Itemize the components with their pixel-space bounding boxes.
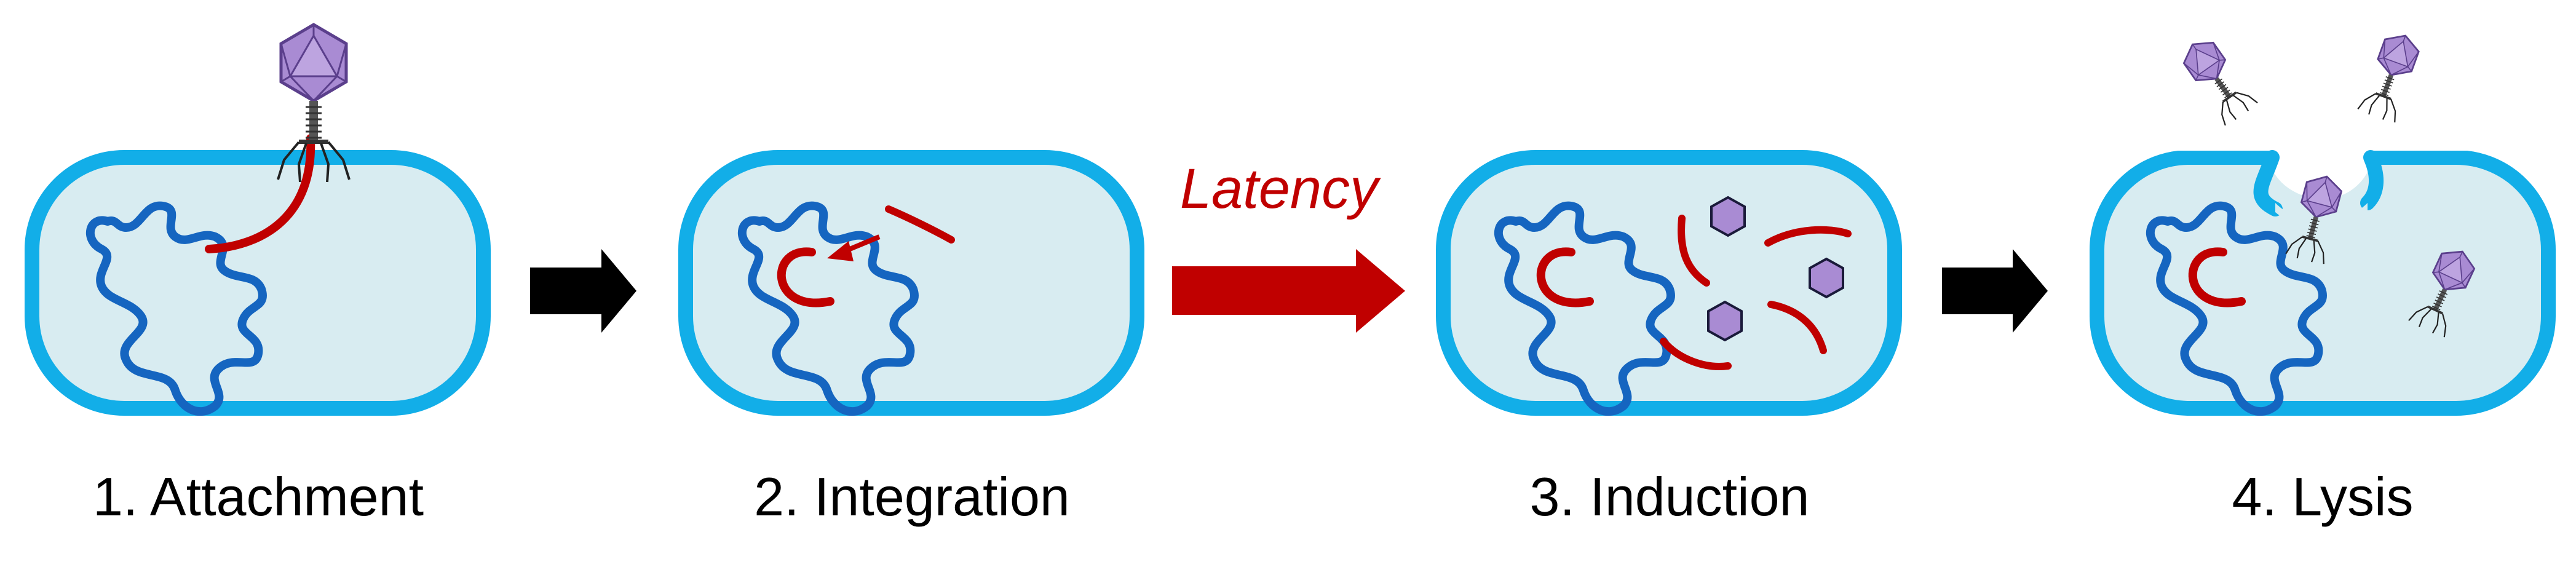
cell-rupture	[2272, 141, 2371, 199]
integrated-phage-dna	[2188, 247, 2246, 307]
stage-integration	[678, 150, 1144, 411]
bacteriophage-icon	[2356, 28, 2425, 125]
stage-lysis	[2090, 28, 2556, 411]
stage-label-integration: 2. Integration	[754, 466, 1070, 527]
bacteriophage-icon	[2175, 32, 2259, 128]
stage-attachment	[25, 25, 491, 411]
phage-dna-fragment	[1678, 215, 1710, 287]
latency-label: Latency	[1180, 157, 1381, 220]
stage-label-lysis: 4. Lysis	[2232, 466, 2413, 527]
phage-dna-fragment	[1767, 301, 1827, 354]
phage-capsid-icon	[1710, 196, 1746, 237]
integrated-phage-dna	[777, 247, 834, 307]
phage-dna	[205, 134, 315, 253]
arrow-icon	[1942, 249, 2048, 333]
phage-dna-fragment	[1764, 226, 1852, 247]
stage-label-attachment: 1. Attachment	[93, 466, 424, 527]
phage-dna	[885, 205, 955, 244]
stage-label-induction: 3. Induction	[1530, 466, 1810, 527]
rupture-membrane	[2275, 203, 2368, 229]
rupture-edge	[2253, 150, 2283, 216]
insertion-arrowhead	[827, 241, 854, 261]
integrated-phage-dna	[1536, 247, 1594, 307]
phage-dna-fragment	[1660, 338, 1732, 370]
stage-induction	[1436, 150, 1902, 411]
arrow-icon	[530, 249, 636, 333]
rupture-edge	[2360, 150, 2384, 210]
phage-capsid-icon	[1809, 258, 1844, 298]
phage-capsid-icon	[1707, 301, 1743, 341]
latency-arrow-icon	[1172, 249, 1405, 333]
